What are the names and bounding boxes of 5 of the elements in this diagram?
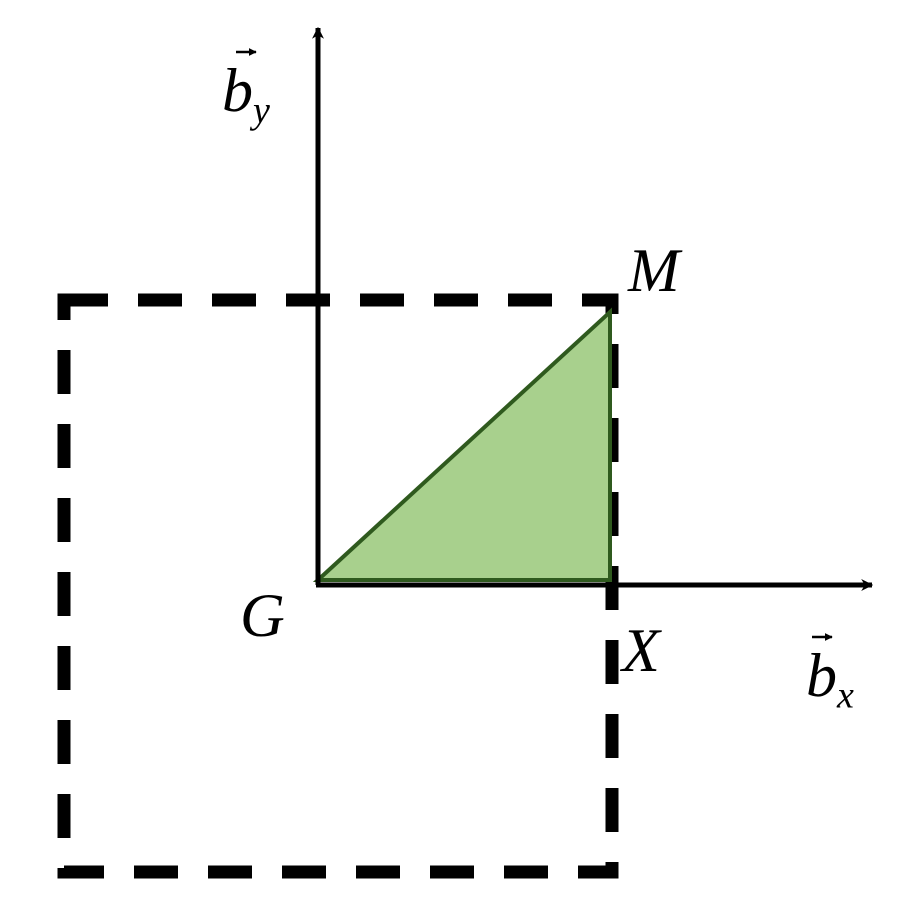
vector-label: b$_{y}$	[222, 60, 270, 130]
point-label: M	[628, 240, 680, 302]
point-label: X	[622, 620, 660, 682]
vector-label: b$_{x}$	[806, 645, 854, 714]
point-label: G	[240, 585, 285, 647]
